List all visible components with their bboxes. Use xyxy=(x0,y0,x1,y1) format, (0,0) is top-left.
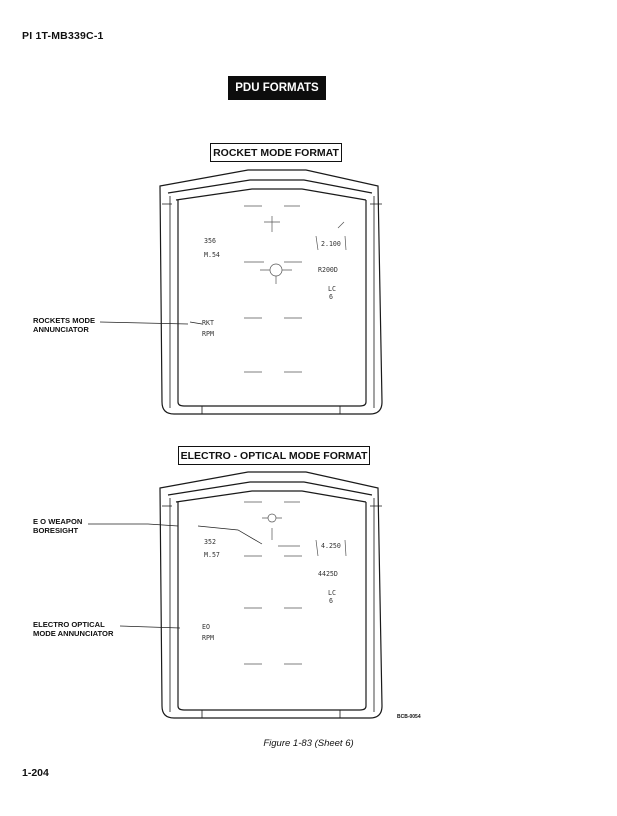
rocket-lc-label: LC xyxy=(328,285,336,293)
eo-lc-label: LC xyxy=(328,589,336,597)
figure-caption: Figure 1-83 (Sheet 6) xyxy=(263,738,354,749)
section-banner: PDU FORMATS xyxy=(228,76,326,100)
page-number: 1-204 xyxy=(22,767,49,779)
document-id: PI 1T-MB339C-1 xyxy=(22,30,104,42)
eo-lc-value: 6 xyxy=(329,597,333,605)
rockets-mode-callout: ROCKETS MODE ANNUNCIATOR xyxy=(33,316,96,334)
rocket-range-readout: 2.100 xyxy=(321,240,341,248)
rocket-rpm-label: RPM xyxy=(202,330,214,338)
eo-rpm-label: RPM xyxy=(202,634,214,642)
rocket-mach-readout: M.54 xyxy=(204,251,220,259)
eo-range-readout: 4.250 xyxy=(321,542,341,550)
rocket-mode-annunciator: RKT xyxy=(202,319,214,327)
eo-mode-callout: ELECTRO OPTICAL MODE ANNUNCIATOR xyxy=(33,620,114,638)
eo-display-frame xyxy=(159,471,383,719)
eo-altitude-readout: 4425D xyxy=(318,570,338,578)
rocket-format-title: ROCKET MODE FORMAT xyxy=(210,143,342,162)
rocket-heading-readout: 356 xyxy=(204,237,216,245)
eo-boresight-callout: E O WEAPON BORESIGHT xyxy=(33,517,83,535)
rocket-altitude-readout: R200D xyxy=(318,266,338,274)
rocket-lc-value: 6 xyxy=(329,293,333,301)
eo-format-title: ELECTRO - OPTICAL MODE FORMAT xyxy=(178,446,370,465)
rocket-display-frame xyxy=(159,169,383,415)
eo-heading-readout: 352 xyxy=(204,538,216,546)
eo-mode-annunciator: EO xyxy=(202,623,210,631)
eo-mach-readout: M.57 xyxy=(204,551,220,559)
drawing-code: BCB-0054 xyxy=(397,714,421,720)
